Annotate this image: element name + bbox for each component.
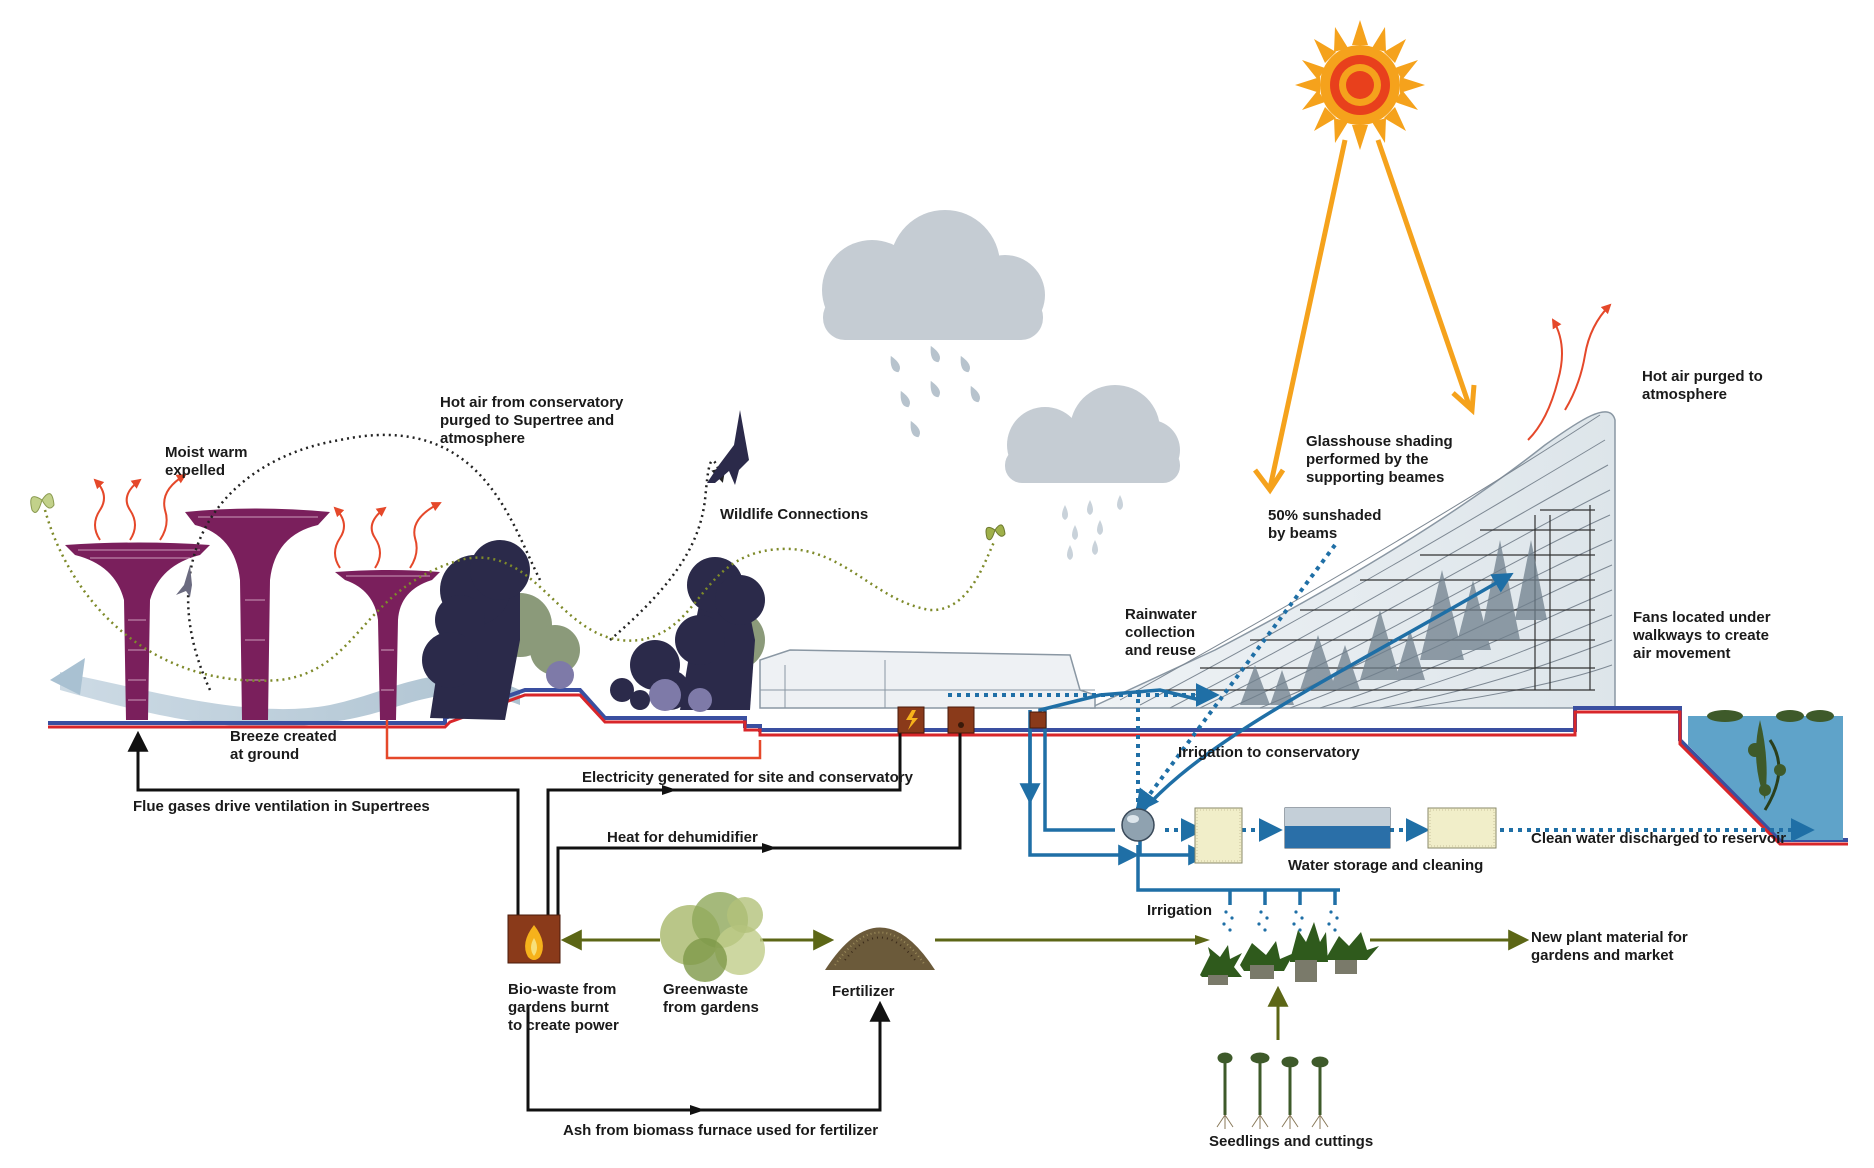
jungle-foliage <box>422 540 765 720</box>
rainwater-flow <box>948 543 1815 842</box>
heat-exchanger-icon <box>947 706 975 734</box>
butterfly-icon <box>30 493 55 513</box>
supertree-1-mesh <box>78 549 200 701</box>
sun-ray-left-head <box>1253 468 1286 495</box>
organic-flows <box>560 929 1530 1040</box>
label-flue-gases: Flue gases drive ventilation in Supertre… <box>133 798 430 815</box>
label-rainwater: Rainwater collection and reuse <box>1125 606 1197 659</box>
label-hot-air-conservatory: Hot air from conservatory purged to Supe… <box>440 394 624 447</box>
tank-icon <box>1284 807 1391 849</box>
hot-air-duct <box>385 720 762 760</box>
wildlife-dotted-path <box>609 459 726 641</box>
dehumidifier-icon <box>1029 711 1047 729</box>
rain-drops-1 <box>890 345 980 438</box>
label-biowaste: Bio-waste from gardens burnt to create p… <box>508 981 619 1034</box>
fire-icon <box>507 914 561 964</box>
supertree-3-mesh <box>346 575 430 691</box>
rain-drops-2 <box>1062 495 1123 560</box>
supertree-3 <box>335 570 440 720</box>
supertree-1 <box>65 542 210 720</box>
label-ash: Ash from biomass furnace used for fertil… <box>563 1122 879 1139</box>
seedling-roots <box>1216 1114 1329 1129</box>
label-irrigation-conservatory: Irrigation to conservatory <box>1178 744 1360 761</box>
label-hot-air-purged: Hot air purged to atmosphere <box>1642 368 1763 403</box>
plant-icon <box>1707 710 1834 811</box>
label-glasshouse-shading: Glasshouse shading performed by the supp… <box>1306 433 1453 486</box>
label-new-plant: New plant material for gardens and marke… <box>1531 929 1688 964</box>
label-irrigation: Irrigation <box>1147 902 1213 919</box>
sun-icon <box>1295 20 1425 150</box>
filter-icon <box>1194 807 1243 864</box>
bird-icon <box>176 565 192 597</box>
pump-icon <box>1121 808 1155 842</box>
label-heat-dehumidifier: Heat for dehumidifier <box>607 829 758 846</box>
breeze-swoosh <box>60 672 520 728</box>
irrigation-spray <box>1222 910 1339 932</box>
plant-icon <box>660 892 765 982</box>
supertree-2 <box>185 508 330 720</box>
label-fertilizer: Fertilizer <box>832 983 895 1000</box>
irrigation-flow <box>1019 572 1514 905</box>
seedling-icon <box>1217 1052 1329 1115</box>
sun-ray-right <box>1375 139 1473 409</box>
label-electricity: Electricity generated for site and conse… <box>582 769 913 786</box>
plant-icon <box>1200 922 1379 985</box>
filter-icon <box>1427 807 1497 849</box>
heat-arrows-glasshouse <box>1527 303 1612 441</box>
label-sunshaded: 50% sunshaded by beams <box>1268 507 1382 542</box>
label-fans: Fans located under walkways to create ai… <box>1633 609 1771 662</box>
cloud-icon <box>1005 385 1180 483</box>
fertilizer-icon <box>825 927 935 970</box>
low-building <box>759 649 1096 709</box>
bird-icon <box>707 410 749 485</box>
lightning-icon <box>897 706 925 734</box>
label-seedlings: Seedlings and cuttings <box>1209 1133 1374 1150</box>
energy-flow-mid-arrows <box>662 785 777 1115</box>
label-moist-warm: Moist warm expelled <box>165 444 248 479</box>
heat-arrows-supertrees <box>93 473 442 569</box>
label-water-storage: Water storage and cleaning <box>1288 857 1484 874</box>
sun-ray-right-head <box>1451 384 1477 416</box>
label-clean-water: Clean water discharged to reservoir <box>1531 830 1787 847</box>
cloud-icon <box>822 210 1045 340</box>
organic-flow-arrowhead <box>1195 935 1210 945</box>
label-breeze: Breeze created at ground <box>230 728 337 763</box>
label-greenwaste: Greenwaste from gardens <box>663 981 759 1016</box>
label-wildlife: Wildlife Connections <box>720 506 869 523</box>
sun-ray-left <box>1267 139 1348 489</box>
butterfly-icon <box>985 524 1006 541</box>
breeze-arrowhead <box>50 658 85 695</box>
